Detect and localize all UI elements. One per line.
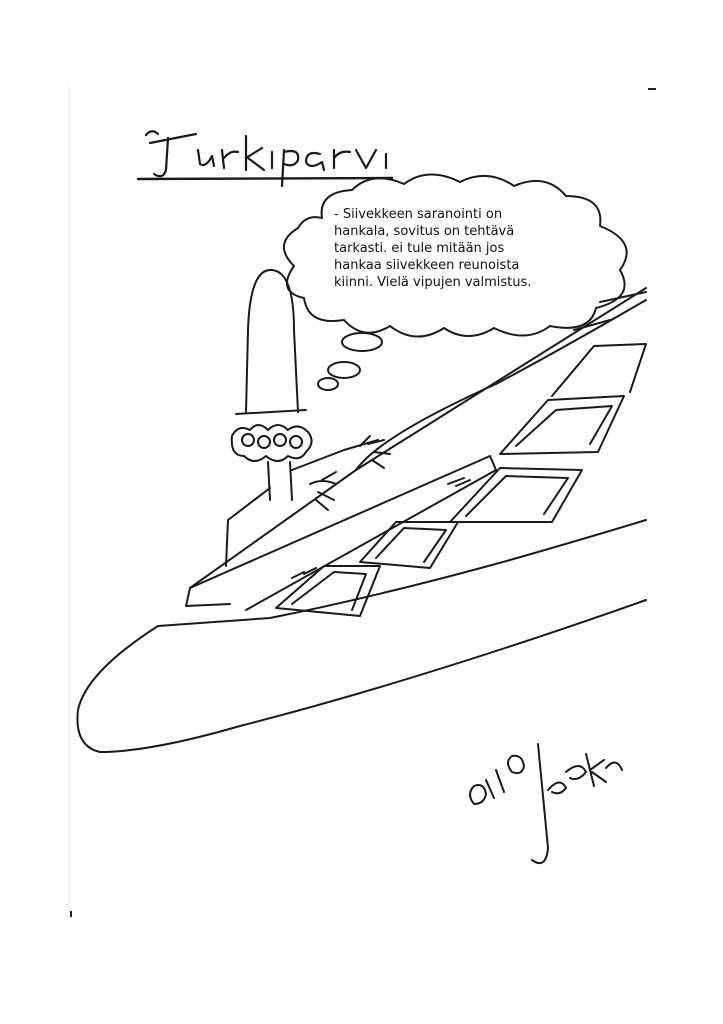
corner-mark bbox=[70, 911, 72, 917]
speech-line: kiinni. Vielä vipujen valmistus. bbox=[334, 275, 532, 290]
airplane-wing bbox=[76, 287, 647, 753]
signature bbox=[469, 743, 623, 864]
character bbox=[225, 268, 391, 567]
thought-bubble-text: - Siivekkeen saranointi on hankala, sovi… bbox=[334, 206, 584, 291]
corner-mark bbox=[648, 88, 656, 90]
speech-line: hankaa siivekkeen reunoista bbox=[334, 258, 520, 273]
speech-line: tarkasti. ei tule mitään jos bbox=[334, 241, 505, 256]
thought-bubble bbox=[283, 173, 628, 391]
speech-line: hankala, sovitus on tehtävä bbox=[334, 224, 515, 239]
paper-sheet bbox=[68, 86, 649, 908]
title-lettering bbox=[136, 130, 394, 188]
speech-line: - Siivekkeen saranointi on bbox=[334, 207, 503, 222]
